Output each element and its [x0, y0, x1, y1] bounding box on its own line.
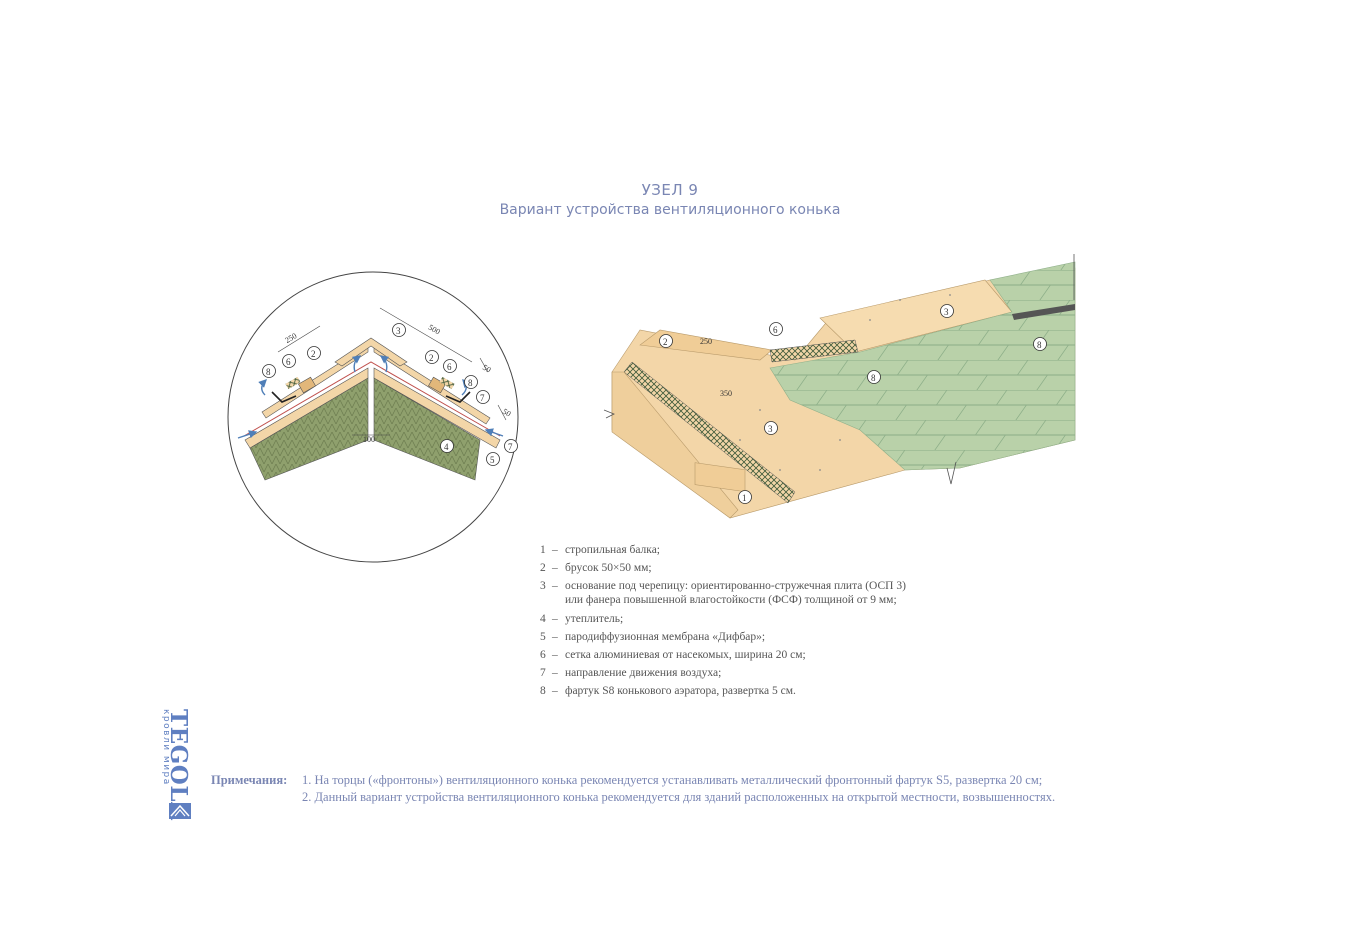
airflow-arrow-right-in: [484, 428, 504, 437]
legend-item: 4–утеплитель;: [540, 612, 624, 625]
tegola-logo: TEGOLA кровли мира: [160, 705, 200, 825]
membrane-line: [243, 361, 501, 437]
batten-right: [428, 376, 446, 394]
mesh-right: [439, 376, 455, 390]
svg-text:8: 8: [871, 373, 876, 383]
dim-250-left: 250: [283, 331, 298, 345]
ridge-cap: [334, 337, 408, 367]
insulation-right: [373, 377, 481, 481]
legend-item: 8–фартук S8 конькового аэратора, разверт…: [540, 685, 796, 698]
callout-left-2b: 2: [425, 350, 439, 364]
gable-mesh-strip: [623, 361, 796, 504]
legend-item: 3–основание под черепицу: ориентированно…: [540, 580, 906, 607]
ridge-aerator: [769, 339, 859, 363]
rafter-right: [373, 367, 501, 449]
callout-left-3: 3: [392, 323, 406, 337]
svg-text:3: 3: [944, 307, 949, 317]
svg-text:8: 8: [1037, 340, 1042, 350]
apron-right: [445, 391, 471, 403]
dim-100: 100: [363, 435, 375, 444]
svg-text:6: 6: [447, 362, 452, 372]
svg-text:3: 3: [396, 326, 401, 336]
dim-350-right: 350: [720, 389, 732, 398]
batten-block: [694, 462, 746, 493]
upper-board-right: [373, 344, 491, 425]
logo-tagline: кровли мира: [161, 709, 171, 786]
svg-text:1: 1: [742, 493, 747, 503]
callout-right-1: 1: [738, 490, 752, 504]
detail-circle: [227, 271, 519, 563]
dim-50-a: 50: [481, 363, 492, 375]
svg-text:8: 8: [266, 367, 271, 377]
mesh-left: [285, 376, 301, 390]
airflow-arrow-left-in: [237, 430, 258, 439]
airflow-arrow-center-left: [351, 355, 362, 373]
svg-text:6: 6: [286, 357, 291, 367]
svg-text:2: 2: [311, 349, 316, 359]
svg-text:8: 8: [468, 378, 473, 388]
svg-text:6: 6: [773, 325, 778, 335]
svg-text:3: 3: [768, 424, 773, 434]
callout-left-5: 5: [486, 452, 500, 466]
osb-board-top: [819, 279, 1013, 353]
page-title: УЗЕЛ 9: [641, 181, 699, 199]
shingle-area: [769, 261, 1076, 471]
dim-500: 500: [427, 323, 442, 337]
svg-text:7: 7: [508, 442, 513, 452]
callout-left-8b: 8: [464, 375, 478, 389]
callout-left-7b: 7: [504, 439, 518, 453]
callout-left-4: 4: [440, 439, 454, 453]
svg-text:7: 7: [480, 393, 485, 403]
upper-board-left: [261, 344, 369, 419]
dim-250-right: 250: [700, 337, 712, 346]
legend-item: 2–брусок 50×50 мм;: [540, 562, 652, 575]
svg-text:2: 2: [663, 337, 668, 347]
osb-board-front: [611, 267, 1076, 519]
legend-item: 1–стропильная балка;: [540, 544, 660, 556]
callout-right-8b: 8: [867, 370, 881, 384]
batten-left: [298, 376, 316, 394]
callout-left-7a: 7: [476, 390, 490, 404]
note-2: 2. Данный вариант устройства вентиляцион…: [302, 790, 1056, 804]
nail-dots: [699, 294, 951, 471]
insulation-left: [249, 377, 369, 481]
callout-left-6b: 6: [443, 359, 457, 373]
ridge-battens: [639, 329, 773, 361]
airflow-arrow-left-out: [258, 379, 267, 396]
dim-50-b: 50: [501, 407, 512, 419]
legend-list: 1–стропильная балка; 2–брусок 50×50 мм; …: [540, 543, 906, 703]
callout-right-2: 2: [659, 334, 673, 348]
callout-right-3b: 3: [764, 421, 778, 435]
svg-text:2: 2: [429, 353, 434, 363]
callout-left-2a: 2: [307, 346, 321, 360]
gable-edge: [611, 371, 739, 519]
callout-right-6: 6: [769, 322, 783, 336]
callout-left-8a: 8: [262, 364, 276, 378]
callout-right-8a: 8: [1033, 337, 1047, 351]
logo-mark-icon: [169, 803, 191, 819]
notes-label: Примечания:: [211, 773, 288, 787]
apron-left: [271, 391, 297, 403]
airflow-arrow-right-out: [461, 378, 471, 396]
svg-text:5: 5: [490, 455, 495, 465]
rafter-left: [244, 367, 369, 449]
note-1: 1. На торцы («фронтоны») вентиляционного…: [302, 773, 1043, 787]
svg-text:4: 4: [444, 442, 449, 452]
callout-left-6a: 6: [282, 354, 296, 368]
legend-item: 5–пародиффузионная мембрана «Дифбар»;: [540, 630, 766, 643]
legend-item: 6–сетка алюминиевая от насекомых, ширина…: [540, 648, 806, 661]
page-subtitle: Вариант устройства вентиляционного коньк…: [499, 202, 841, 218]
airflow-arrow-center-right: [379, 355, 390, 373]
legend-item: 7–направление движения воздуха;: [540, 667, 722, 680]
apron-strip: [1012, 304, 1075, 320]
callout-right-3a: 3: [940, 304, 954, 318]
